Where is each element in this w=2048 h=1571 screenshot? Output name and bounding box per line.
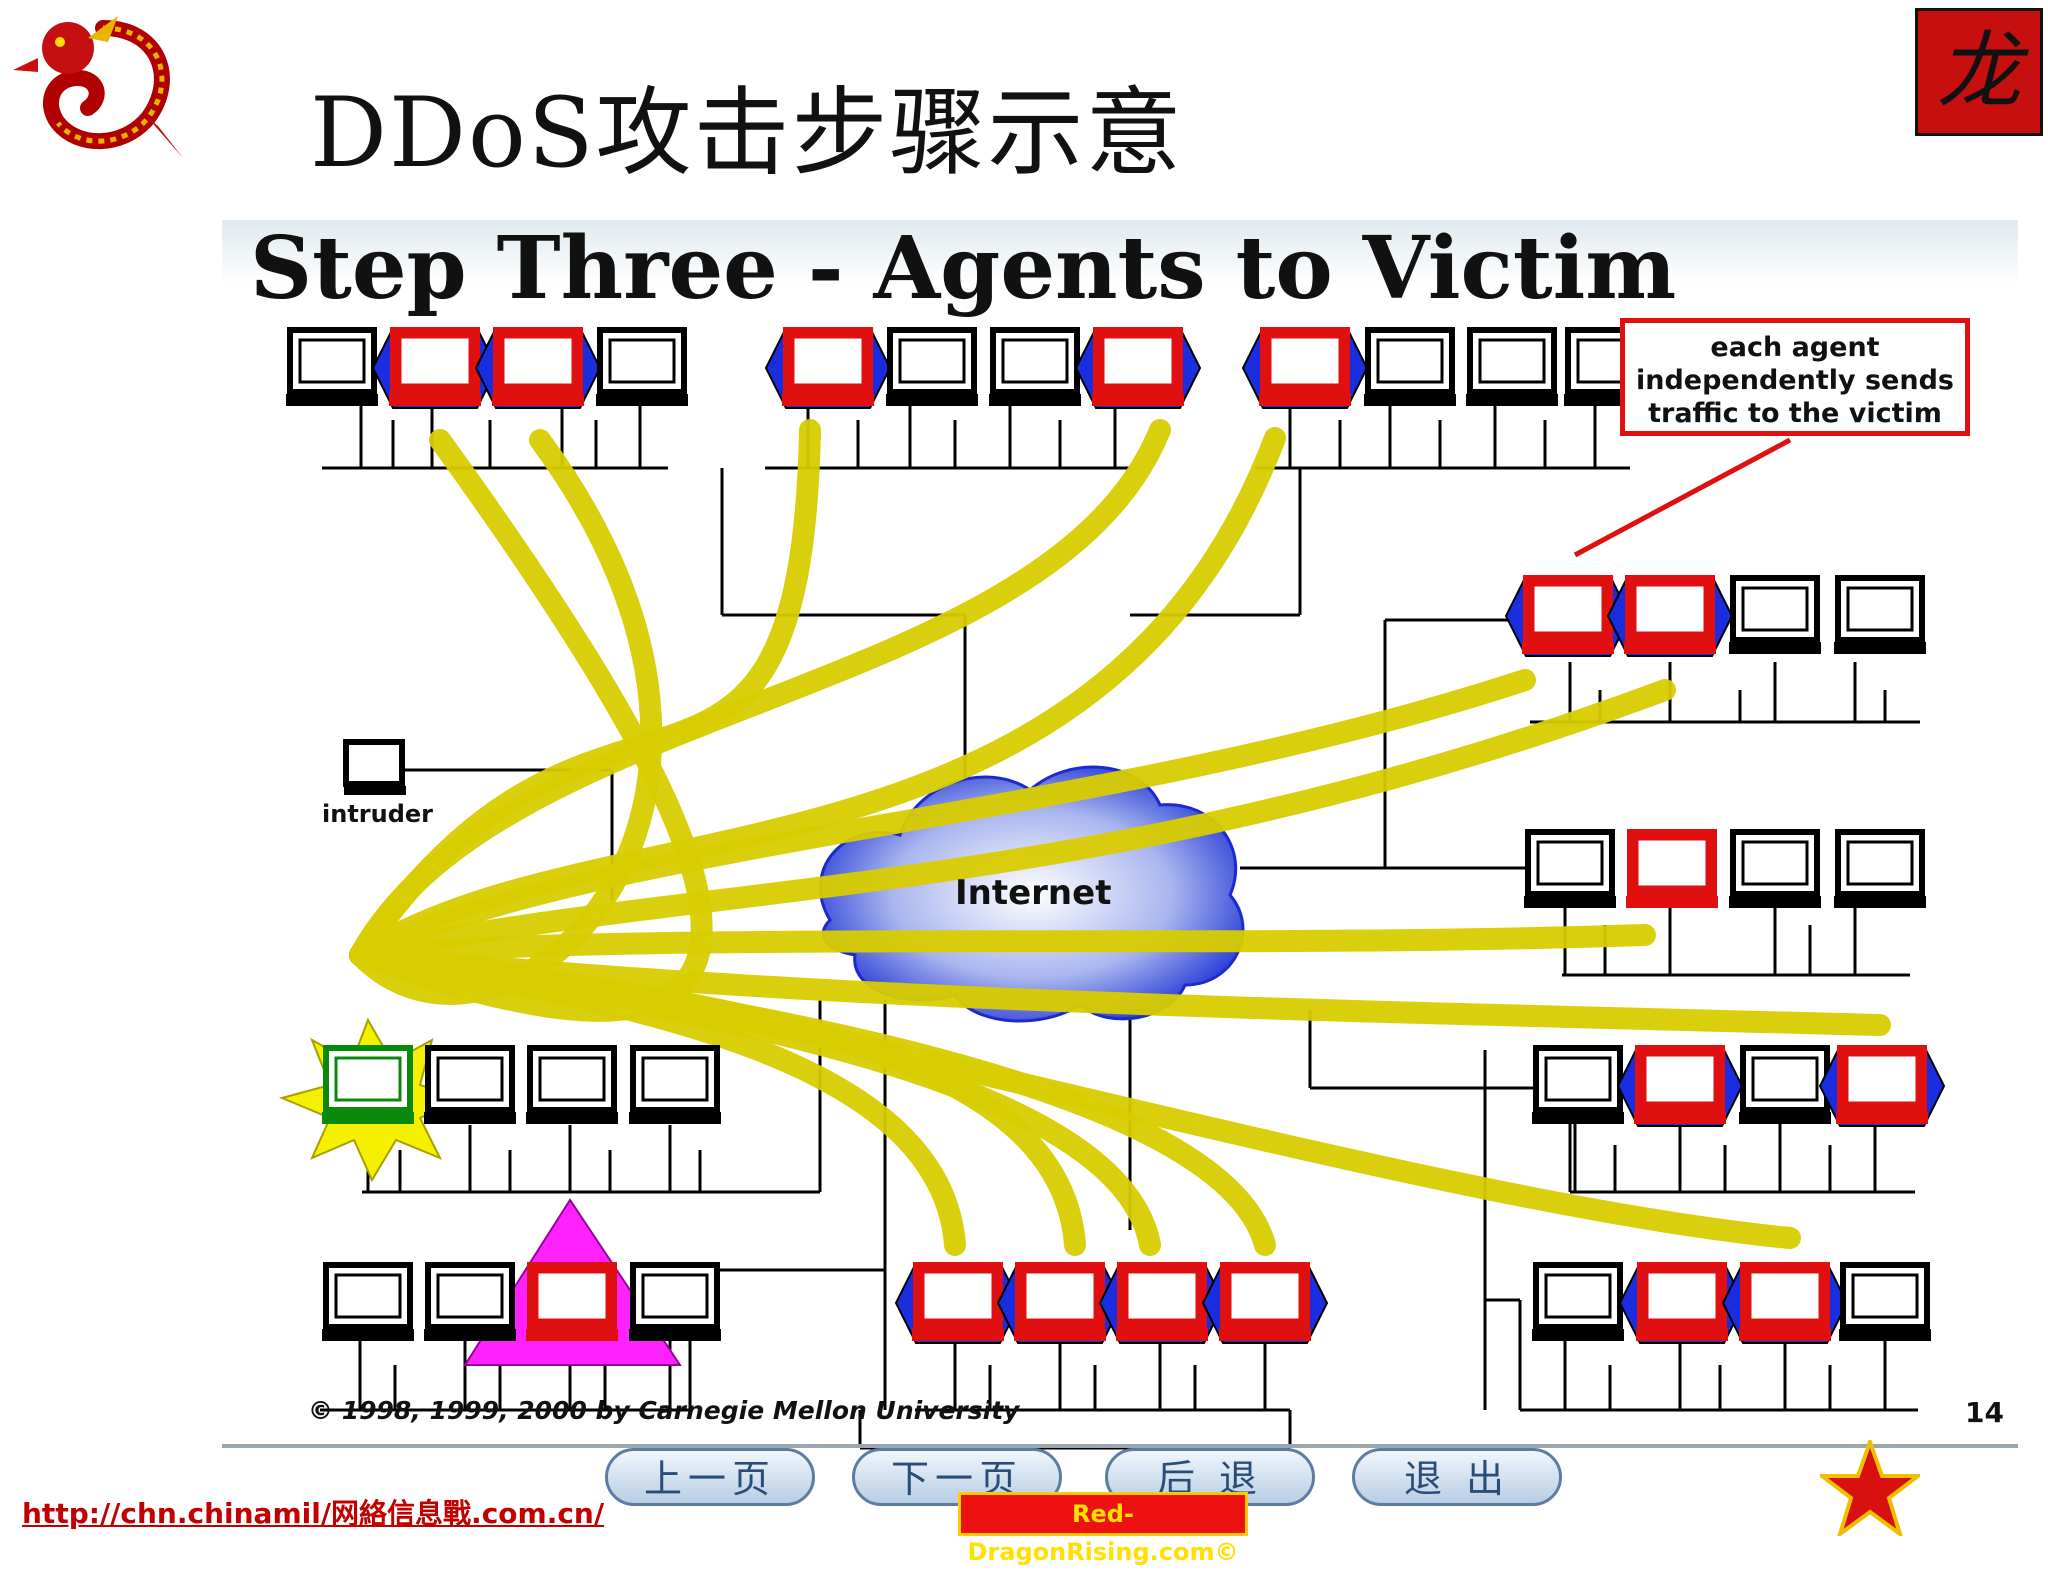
host-computer-icon [1466, 327, 1558, 406]
host-computer-icon [1834, 575, 1926, 654]
host-computer-icon [764, 327, 892, 409]
callout-line-3: traffic to the victim [1648, 398, 1942, 429]
host-computer-icon [886, 327, 978, 406]
host-computer-icon [424, 1045, 516, 1124]
host-computer-icon [1201, 1262, 1329, 1344]
host-computer-icon [1818, 1045, 1946, 1127]
host-computer-icon [286, 327, 378, 406]
diagram-step-title: Step Three - Agents to Victim [250, 218, 1677, 319]
prev-page-button[interactable]: 上一页 [605, 1448, 815, 1506]
host-computer-icon [1739, 1045, 1831, 1124]
host-computer-icon [894, 1262, 1022, 1344]
attack-stream [349, 429, 663, 1005]
dragon-seal-icon: 龙 [1915, 8, 2043, 136]
callout-pointer [1573, 437, 1792, 558]
host-computer-icon [371, 327, 499, 409]
victim-computer-icon [322, 1045, 414, 1124]
host-computer-icon [996, 1262, 1124, 1344]
host-computer-icon [1721, 1262, 1849, 1344]
host-computer-icon [1606, 575, 1734, 657]
host-computer-icon [1729, 575, 1821, 654]
attack-stream [349, 419, 1171, 966]
host-computer-icon [1241, 327, 1369, 409]
attack-stream [349, 679, 1676, 966]
host-computer-icon [1098, 1262, 1226, 1344]
host-computer-icon [1729, 829, 1821, 908]
attack-stream [349, 924, 1656, 966]
host-computer-icon [1074, 327, 1202, 409]
slide-page-number: 14 [1965, 1396, 2004, 1429]
host-computer-icon [1532, 1045, 1624, 1124]
intruder-computer-icon [343, 739, 406, 795]
network-diagram [222, 327, 2018, 1450]
host-computer-icon [989, 327, 1081, 406]
host-computer-icon [1834, 829, 1926, 908]
intruder-label: intruder [322, 800, 433, 828]
host-computer-icon [1524, 829, 1616, 908]
internet-label: Internet [955, 873, 1112, 913]
callout-line-2: independently sends [1635, 365, 1954, 396]
host-computer-icon [596, 327, 688, 406]
page-title: DDoS攻击步骤示意 [310, 77, 1184, 189]
callout-line-1: each agent [1710, 332, 1880, 363]
host-computer-icon [322, 1262, 414, 1341]
host-computer-icon [1616, 1045, 1744, 1127]
host-computer-icon [1839, 1262, 1931, 1341]
attack-stream [349, 944, 1276, 1256]
exit-button[interactable]: 退 出 [1352, 1448, 1562, 1506]
footer-url-link[interactable]: http://chn.chinamil/网絡信息戰.com.cn/ [22, 1497, 605, 1530]
host-computer-icon [1364, 327, 1456, 406]
host-computer-icon [526, 1262, 618, 1341]
host-computer-icon [1504, 575, 1632, 657]
host-computer-icon [1532, 1262, 1624, 1341]
host-computer-icon [424, 1262, 516, 1341]
star-emblem-icon [1820, 1440, 1920, 1536]
diagram-title-band [222, 220, 2018, 312]
host-computer-icon [526, 1045, 618, 1124]
host-computer-icon [1626, 829, 1718, 908]
host-computer-icon [629, 1262, 721, 1341]
callout-box: each agent independently sends traffic t… [1620, 318, 1970, 436]
copyright-text: © 1998, 1999, 2000 by Carnegie Mellon Un… [308, 1396, 1020, 1425]
dragon-logo-icon [13, 16, 183, 158]
footer-credit-badge: Red-DragonRising.com© [958, 1492, 1248, 1566]
attack-stream [349, 669, 1536, 966]
host-computer-icon [629, 1045, 721, 1124]
host-computer-icon [474, 327, 602, 409]
